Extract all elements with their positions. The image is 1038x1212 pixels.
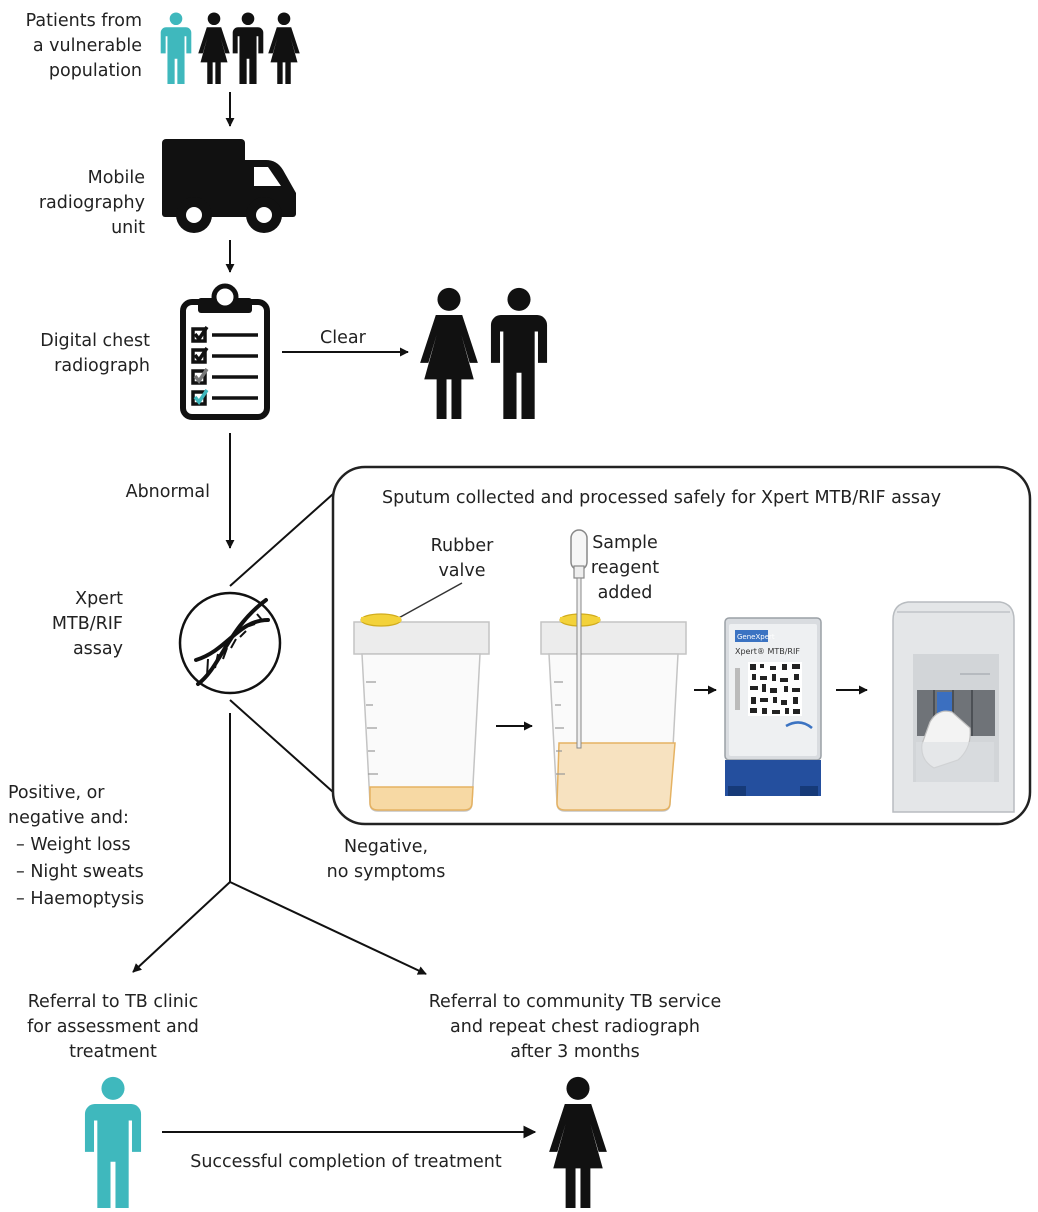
truck-icon <box>162 139 296 233</box>
svg-text:a vulnerable: a vulnerable <box>33 36 142 56</box>
svg-text:– Night sweats: – Night sweats <box>16 862 144 882</box>
person-icon <box>232 12 264 84</box>
rubber-valve-label: Rubber valve <box>431 536 494 581</box>
svg-text:Referral to community TB servi: Referral to community TB service <box>429 992 722 1012</box>
abnormal-label: Abnormal <box>126 482 210 502</box>
pipette-icon <box>570 529 588 749</box>
svg-text:Sample: Sample <box>592 533 658 553</box>
arrow-icon <box>132 881 231 973</box>
svg-text:Digital chest: Digital chest <box>40 331 150 351</box>
svg-text:treatment: treatment <box>69 1042 157 1062</box>
clear-label: Clear <box>320 328 367 348</box>
person-icon <box>490 287 548 419</box>
svg-text:and repeat chest radiograph: and repeat chest radiograph <box>450 1017 700 1037</box>
tb-clinic-referral-label: Referral to TB clinic for assessment and… <box>27 992 199 1062</box>
svg-text:Mobile: Mobile <box>88 168 145 188</box>
svg-text:no symptoms: no symptoms <box>327 862 446 882</box>
svg-text:population: population <box>49 61 142 81</box>
successful-completion-label: Successful completion of treatment <box>190 1152 502 1172</box>
svg-text:added: added <box>598 583 653 603</box>
dna-icon <box>178 591 282 695</box>
person-icon <box>420 287 478 419</box>
svg-text:radiography: radiography <box>39 193 145 213</box>
specimen-cup-icon <box>353 613 490 812</box>
sample-reagent-label: Sample reagent added <box>591 533 659 603</box>
svg-text:valve: valve <box>438 561 485 581</box>
person-icon <box>268 12 300 84</box>
cartridge-brand: GeneXpert <box>737 633 775 641</box>
svg-text:Rubber: Rubber <box>431 536 494 556</box>
specimen-cup-icon <box>540 613 687 812</box>
community-referral-label: Referral to community TB service and rep… <box>429 992 722 1062</box>
svg-text:unit: unit <box>111 218 145 238</box>
svg-text:– Weight loss: – Weight loss <box>16 835 131 855</box>
healthy-people-icon <box>420 287 548 419</box>
person-icon-teal <box>160 12 192 84</box>
mobile-radiography-label: Mobile radiography unit <box>39 168 145 238</box>
person-icon-teal <box>84 1076 142 1208</box>
svg-text:radiograph: radiograph <box>54 356 150 376</box>
positive-criteria-label: Positive, or negative and: – Weight loss… <box>8 783 144 909</box>
person-icon <box>198 12 230 84</box>
genexpert-machine-icon <box>892 601 1015 813</box>
person-icon <box>549 1076 607 1208</box>
cartridge-icon: GeneXpert Xpert® MTB/RIF <box>724 617 822 796</box>
svg-text:for assessment and: for assessment and <box>27 1017 199 1037</box>
digital-chest-radiograph-label: Digital chest radiograph <box>40 331 150 376</box>
patients-from-population-label: Patients from a vulnerable population <box>26 11 142 81</box>
panel-title: Sputum collected and processed safely fo… <box>382 488 941 508</box>
svg-text:– Haemoptysis: – Haemoptysis <box>16 889 144 909</box>
zoom-callout <box>229 493 334 793</box>
negative-no-symptoms-label: Negative, no symptoms <box>327 837 446 882</box>
svg-text:assay: assay <box>73 639 123 659</box>
svg-text:Xpert: Xpert <box>75 589 123 609</box>
svg-text:Patients from: Patients from <box>26 11 142 31</box>
cartridge-product: Xpert® MTB/RIF <box>735 647 800 656</box>
xpert-assay-label: Xpert MTB/RIF assay <box>52 589 123 659</box>
svg-text:after 3 months: after 3 months <box>510 1042 640 1062</box>
svg-text:MTB/RIF: MTB/RIF <box>52 614 123 634</box>
svg-text:Negative,: Negative, <box>344 837 428 857</box>
valve-pointer <box>394 582 463 621</box>
svg-text:Positive, or: Positive, or <box>8 783 105 803</box>
svg-text:Referral to TB clinic: Referral to TB clinic <box>28 992 199 1012</box>
svg-text:negative and:: negative and: <box>8 808 129 828</box>
patient-group-icon <box>160 12 300 84</box>
arrow-icon <box>229 881 427 975</box>
clipboard-icon <box>180 283 270 420</box>
svg-text:reagent: reagent <box>591 558 659 578</box>
